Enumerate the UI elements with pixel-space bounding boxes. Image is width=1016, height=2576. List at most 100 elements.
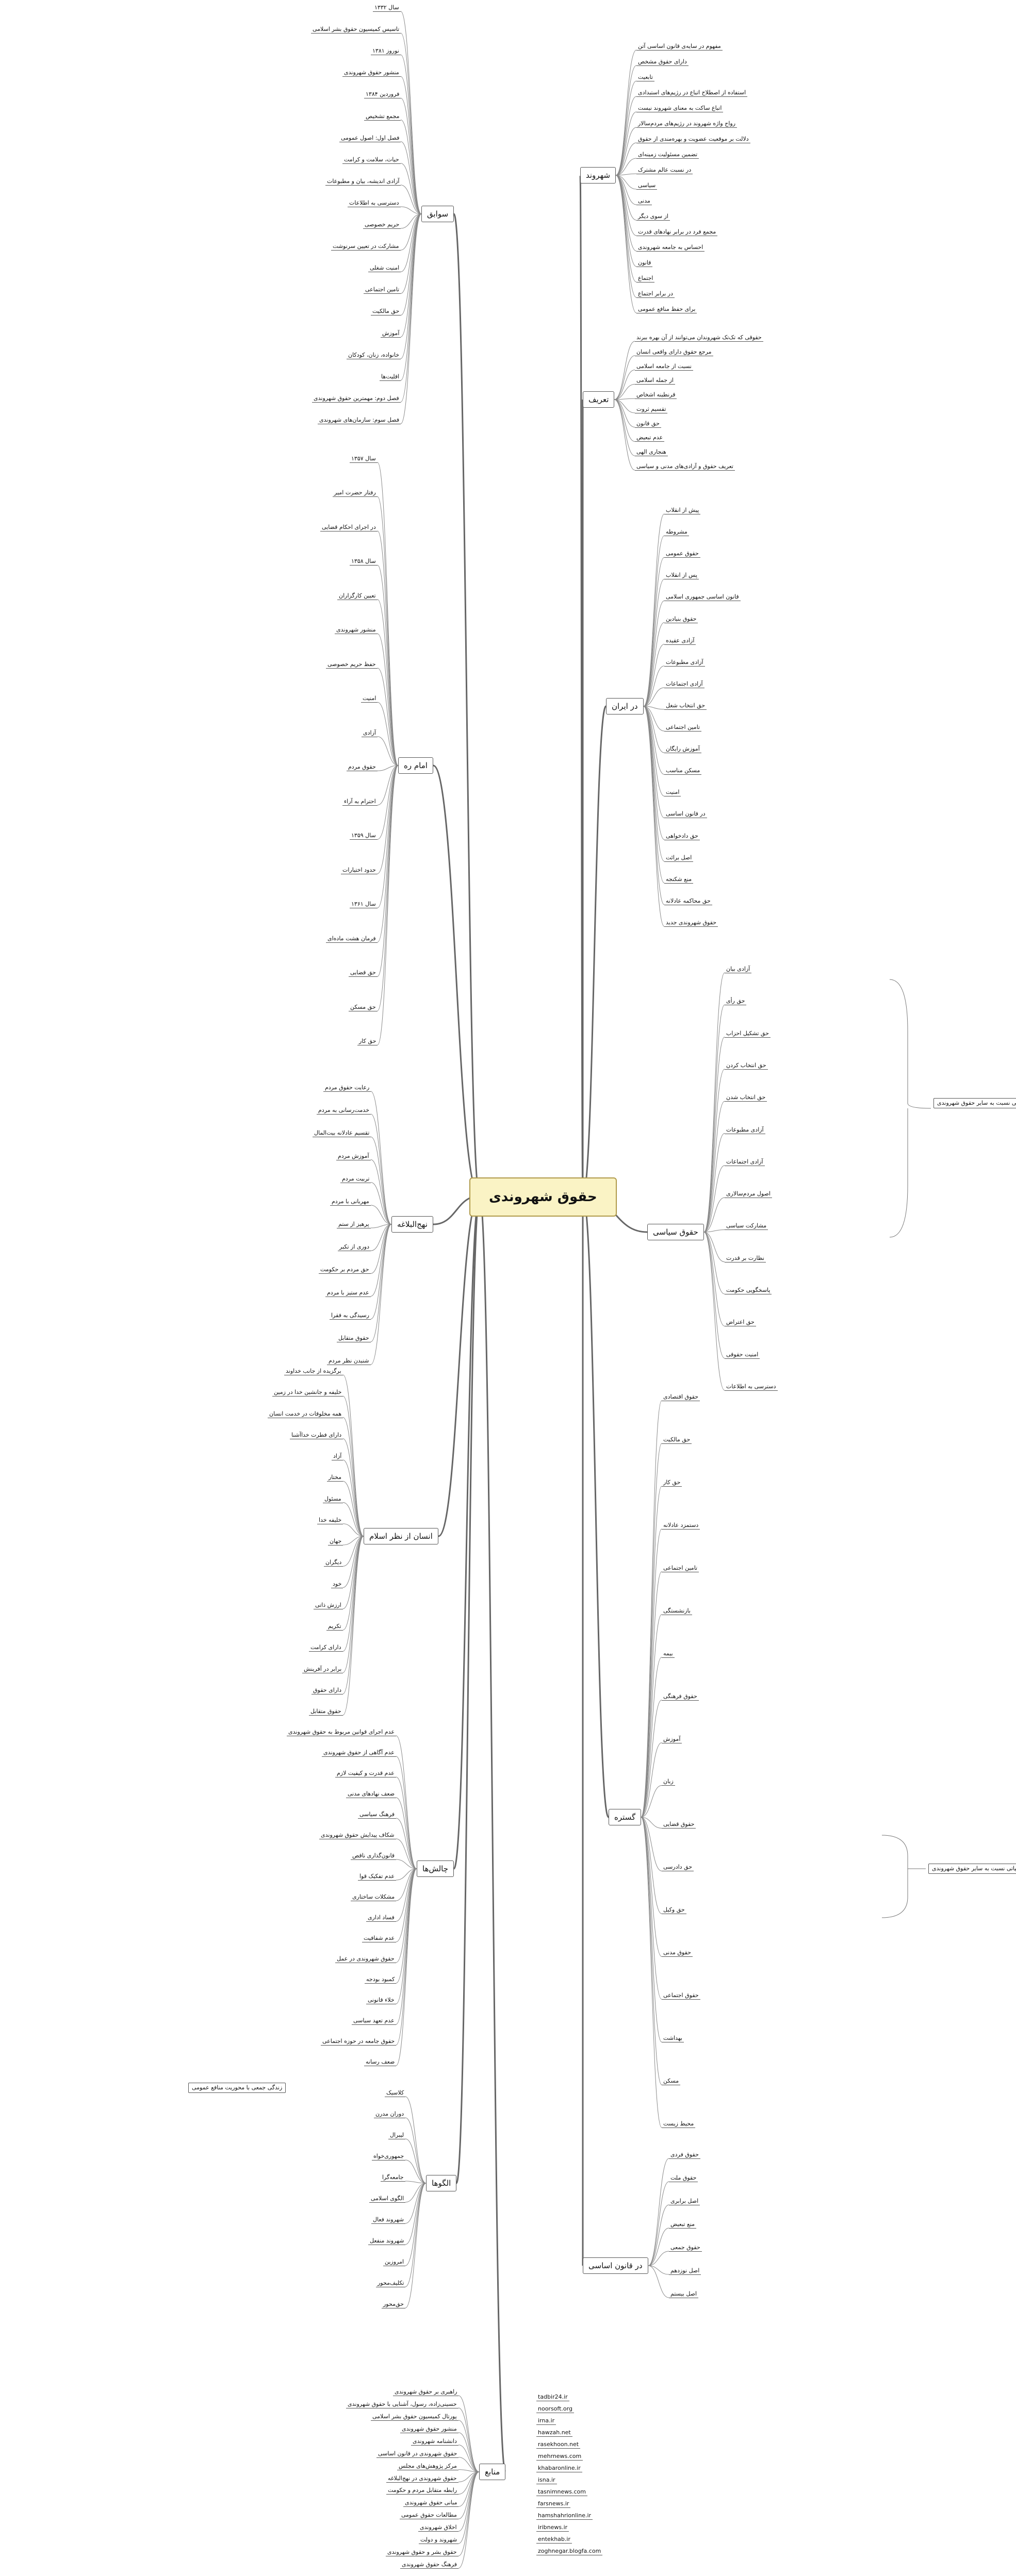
ghanoon-asasi-item[interactable]: منع تبعیض — [669, 2221, 697, 2229]
chalesh-item[interactable]: عدم آگاهی از حقوق شهروندی — [322, 1749, 396, 1757]
siasi-item[interactable]: آزادی مطبوعات — [725, 1126, 765, 1134]
gostareh-item[interactable]: حقوق اقتصادی — [662, 1393, 700, 1401]
chalesh-item[interactable]: حقوق شهروندی در عمل — [335, 1955, 396, 1963]
chalesh-item[interactable]: عدم شفافیت — [362, 1935, 397, 1942]
ensan-item[interactable]: خلیفه و جانشین خدا در زمین — [272, 1389, 343, 1397]
ensan-item[interactable]: مسئول — [323, 1495, 343, 1503]
savabegh-item[interactable]: مشارکت در تعیین سرنوشت — [331, 243, 401, 251]
iran-item[interactable]: در قانون اساسی — [664, 810, 707, 819]
imam-item[interactable]: حق قضایی — [349, 969, 378, 977]
olgoo-item[interactable]: شهروند منفعل — [368, 2237, 406, 2245]
ensan-item[interactable]: دارای فطرت خداآشنا — [290, 1431, 343, 1439]
savabegh-item[interactable]: فصل سوم: سازمان‌های شهروندی — [318, 417, 401, 424]
iran-item[interactable]: حق دادخواهی — [664, 832, 700, 840]
chalesh-item[interactable]: کمبود بودجه — [365, 1976, 397, 1984]
siasi-item[interactable]: امنیت حقوقی — [725, 1351, 760, 1359]
savabegh-item[interactable]: تامین اجتماعی — [364, 286, 401, 294]
shahrvand-item[interactable]: تضمین مسئولیت زمینه‌ای — [636, 151, 699, 159]
branch-gostareh[interactable]: گستره — [609, 1809, 642, 1825]
branch-dar-iran[interactable]: در ایران — [606, 698, 644, 714]
chalesh-item[interactable]: ضعف نهادهای مدنی — [346, 1790, 397, 1798]
iran-item[interactable]: حق محاکمه عادلانه — [664, 897, 712, 905]
tarif-item[interactable]: عدم تبعیض — [635, 434, 665, 442]
savabegh-item[interactable]: فصل دوم: مهمترین حقوق شهروندی — [312, 394, 401, 403]
ensan-item[interactable]: ارزش ذاتی — [314, 1601, 343, 1609]
imam-item[interactable]: حق مسکن — [349, 1003, 378, 1011]
shahrvand-item[interactable]: تابعیت — [636, 74, 654, 81]
savabegh-item[interactable]: منشور حقوق شهروندی — [342, 69, 401, 77]
manabe-website[interactable]: farsnews.ir — [536, 2500, 571, 2508]
manabe-item[interactable]: دانشنامه شهروندی — [411, 2437, 458, 2446]
branch-nahj-al-balagha[interactable]: نهج‌البلاغه — [391, 1216, 433, 1233]
ensan-item[interactable]: جهان — [328, 1538, 343, 1545]
iran-item[interactable]: آزادی عقیده — [664, 637, 696, 645]
savabegh-item[interactable]: نوروز ۱۳۸۱ — [371, 47, 401, 56]
iran-item[interactable]: پس از انقلاب — [664, 572, 699, 580]
shahrvand-item[interactable]: اتباع ساکت به معنای شهروند نیست — [636, 105, 724, 112]
gostareh-item[interactable]: حق وکیل — [662, 1906, 686, 1915]
tarif-item[interactable]: مرجع حقوق دارای واقعی انسان — [635, 348, 713, 356]
chalesh-item[interactable]: حقوق جامعه در حوزه اجتماعی — [321, 2038, 397, 2046]
nahj-item[interactable]: حق مردم بر حکومت — [319, 1266, 371, 1274]
ensan-item[interactable]: برابر در آفرینش — [302, 1665, 343, 1673]
ghanoon-asasi-item[interactable]: اصل نوزدهم — [669, 2267, 701, 2275]
gostareh-item[interactable]: بازنشستگی — [662, 1607, 692, 1615]
ensan-item[interactable]: آزاد — [332, 1453, 343, 1460]
branch-imam[interactable]: امام ره — [398, 757, 433, 774]
side-note-gostareh[interactable]: اهمیت حیاتی نسبت به سایر حقوق شهروندی — [928, 1864, 1016, 1874]
manabe-website[interactable]: noorsoft.org — [536, 2405, 574, 2413]
imam-item[interactable]: حق کار — [357, 1038, 378, 1045]
savabegh-item[interactable]: فصل اول: اصول عمومی — [339, 134, 401, 142]
gostareh-item[interactable]: تامین اجتماعی — [662, 1564, 699, 1572]
ghanoon-asasi-item[interactable]: حقوق ملت — [669, 2174, 698, 2182]
savabegh-item[interactable]: اقلیت‌ها — [380, 373, 401, 381]
branch-ensan[interactable]: انسان از نظر اسلام — [364, 1528, 438, 1544]
manabe-website[interactable]: tasnimnews.com — [536, 2488, 587, 2496]
iran-item[interactable]: حقوق عمومی — [664, 550, 700, 558]
tarif-item[interactable]: تعریف حقوق و آزادی‌های مدنی و سیاسی — [635, 463, 735, 471]
shahrvand-item[interactable]: برای حفظ منافع عمومی — [636, 306, 697, 313]
nahj-item[interactable]: حقوق متقابل — [337, 1334, 371, 1342]
shahrvand-item[interactable]: در برابر اجتماع — [636, 290, 675, 298]
olgoo-item[interactable]: دوران مدرن — [374, 2110, 406, 2118]
nahj-item[interactable]: مهربانی با مردم — [330, 1198, 371, 1206]
savabegh-item[interactable]: امنیت شغلی — [368, 264, 401, 273]
gostareh-item[interactable]: بیمه — [662, 1650, 675, 1658]
branch-manabe[interactable]: منابع — [479, 2464, 506, 2480]
manabe-website[interactable]: iribnews.ir — [536, 2524, 569, 2532]
chalesh-item[interactable]: شکاف پیدایش حقوق شهروندی — [319, 1832, 396, 1839]
branch-shahrvand[interactable]: شهروند — [580, 167, 616, 184]
ensan-item[interactable]: تکریم — [326, 1623, 343, 1631]
savabegh-item[interactable]: مجمع تشخیص — [364, 112, 401, 121]
siasi-item[interactable]: پاسخگویی حکومت — [725, 1287, 772, 1295]
savabegh-item[interactable]: سال ۱۳۳۲ — [373, 4, 401, 12]
savabegh-item[interactable]: حریم خصوصی — [363, 221, 401, 229]
savabegh-item[interactable]: حق مالکیت — [371, 308, 401, 316]
olgoo-item[interactable]: الگوی اسلامی — [369, 2195, 406, 2203]
savabegh-item[interactable]: تاسیس کمیسیون حقوق بشر اسلامی — [311, 26, 401, 34]
manabe-website[interactable]: mehrnews.com — [536, 2453, 583, 2461]
manabe-website[interactable]: rasekhoon.net — [536, 2441, 581, 2449]
manabe-website[interactable]: tadbir24.ir — [536, 2394, 569, 2401]
manabe-website[interactable]: entekhab.ir — [536, 2536, 572, 2544]
chalesh-item[interactable]: قانون‌گذاری ناقص — [351, 1852, 397, 1860]
nahj-item[interactable]: آموزش مردم — [336, 1152, 371, 1160]
shahrvand-item[interactable]: از سوی دیگر — [636, 213, 670, 221]
chalesh-item[interactable]: عدم تفکیک قوا — [358, 1873, 397, 1881]
branch-ghanoon-asasi[interactable]: در قانون اساسی — [583, 2257, 648, 2274]
manabe-item[interactable]: شهروند و دولت — [419, 2536, 459, 2545]
ghanoon-asasi-item[interactable]: اصل برابری — [669, 2198, 700, 2205]
imam-item[interactable]: امنیت — [361, 695, 378, 703]
manabe-item[interactable]: حقوق شهروندی در قانون اساسی — [376, 2450, 459, 2458]
iran-item[interactable]: اصل برائت — [664, 854, 694, 862]
nahj-item[interactable]: پرهیز از ستم — [337, 1221, 371, 1228]
iran-item[interactable]: مسکن مناسب — [664, 767, 702, 775]
branch-chalesh-ha[interactable]: چالش‌ها — [417, 1860, 454, 1877]
shahrvand-item[interactable]: احساس به جامعه شهروندی — [636, 244, 705, 252]
nahj-item[interactable]: عدم ستیز با مردم — [325, 1289, 371, 1297]
chalesh-item[interactable]: فساد اداری — [366, 1914, 396, 1922]
imam-item[interactable]: حفظ حریم خصوصی — [326, 660, 378, 669]
gostareh-item[interactable]: حقوق فرهنگی — [662, 1692, 699, 1701]
siasi-item[interactable]: مشارکت سیاسی — [725, 1222, 768, 1231]
chalesh-item[interactable]: عدم تعهد سیاسی — [352, 2017, 396, 2025]
